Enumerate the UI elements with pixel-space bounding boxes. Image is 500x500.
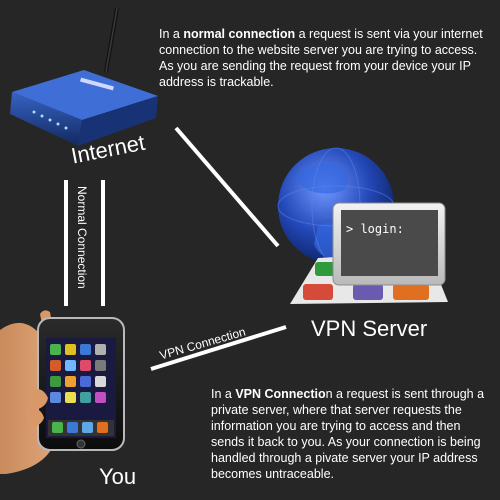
vpn-rest: n a request is sent through a private se… xyxy=(211,387,485,481)
vpn-server-label: VPN Server xyxy=(311,316,428,341)
router-icon xyxy=(10,7,158,146)
vpn-connection-line xyxy=(150,325,287,371)
smartphone-icon xyxy=(0,310,125,474)
normal-connection-description: In a normal connection a request is sent… xyxy=(159,26,489,90)
normal-prefix: In a xyxy=(159,27,184,41)
normal-rest: a request is sent via your internet conn… xyxy=(159,27,483,89)
vpn-connection-description: In a VPN Connection a request is sent th… xyxy=(211,386,491,482)
normal-connection-label: Normal Connection xyxy=(75,186,89,289)
vpn-bold: VPN Connectio xyxy=(235,387,326,401)
computer-monitor-icon: > login: xyxy=(332,202,446,286)
internet-to-vpn-line xyxy=(174,126,280,248)
you-label: You xyxy=(99,464,137,489)
vpn-prefix: In a xyxy=(211,387,236,401)
normal-bold: normal connection xyxy=(183,27,296,41)
terminal-prompt: > login: xyxy=(346,222,404,236)
